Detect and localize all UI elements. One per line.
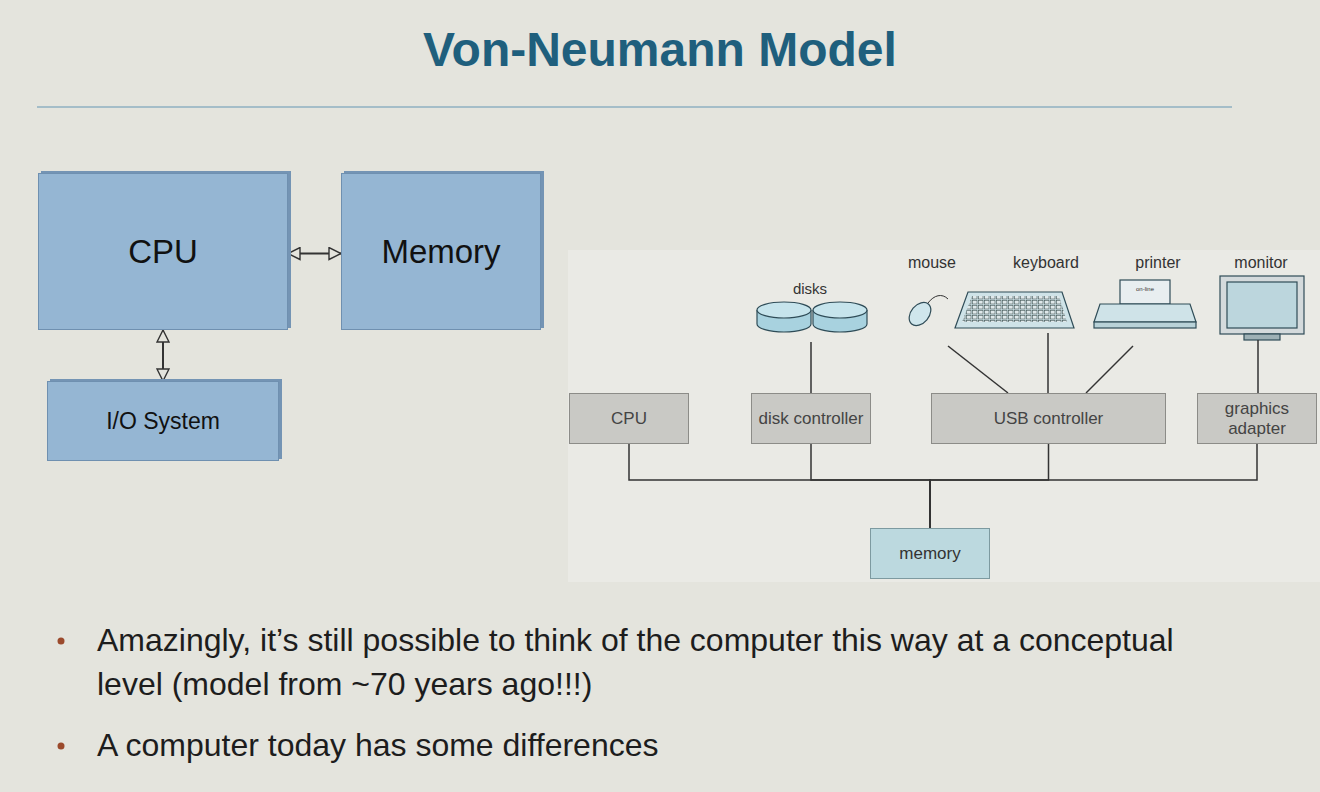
device-cable (948, 346, 1008, 393)
controller-box: disk controller (751, 393, 871, 444)
cpu-box: CPU (569, 393, 689, 444)
monitor-icon (1220, 276, 1304, 340)
io-box: I/O System (47, 381, 279, 461)
box-label: graphics adapter (1198, 399, 1316, 437)
device-cable (810, 342, 812, 393)
controller-box: USB controller (931, 393, 1166, 444)
box-label: CPU (611, 409, 647, 428)
printer-lamp-label: on-line (1136, 286, 1154, 292)
device-label: disks (793, 280, 827, 297)
box-label: disk controller (759, 409, 864, 428)
device-cable (1047, 333, 1049, 393)
device-label: printer (1135, 254, 1180, 272)
adapter-box: graphics adapter (1197, 393, 1317, 444)
system-bus (930, 444, 1257, 528)
mouse-icon (905, 296, 948, 330)
bullet-dot (58, 743, 65, 750)
bullet-text: A computer today has some differences (97, 723, 1197, 767)
keyboard-icon (955, 292, 1074, 328)
box-label: I/O System (106, 408, 220, 434)
box-label: memory (899, 544, 960, 564)
cpu-box: CPU (38, 173, 288, 330)
system-bus (629, 444, 930, 528)
picture-panel (568, 250, 1320, 582)
box-label: USB controller (994, 409, 1104, 428)
bullet-dot (58, 638, 65, 645)
device-label: monitor (1234, 254, 1287, 272)
slide-title: Von-Neumann Model (0, 22, 1320, 77)
system-bus (930, 444, 1049, 528)
device-label: keyboard (1013, 254, 1079, 272)
device-label: mouse (908, 254, 956, 272)
system-bus (811, 444, 930, 528)
device-cable (1086, 346, 1133, 393)
device-cable (1257, 340, 1259, 393)
data-path-arrow (162, 330, 164, 381)
title-rule (37, 106, 1232, 108)
data-path-arrow (288, 253, 341, 255)
disk-icon (757, 302, 867, 332)
memory-box: Memory (341, 173, 541, 330)
bullet-text: Amazingly, it’s still possible to think … (97, 618, 1197, 706)
printer-icon (1094, 280, 1196, 328)
box-label: Memory (381, 233, 500, 271)
box-label: CPU (128, 233, 198, 271)
memory-box: memory (870, 528, 990, 579)
